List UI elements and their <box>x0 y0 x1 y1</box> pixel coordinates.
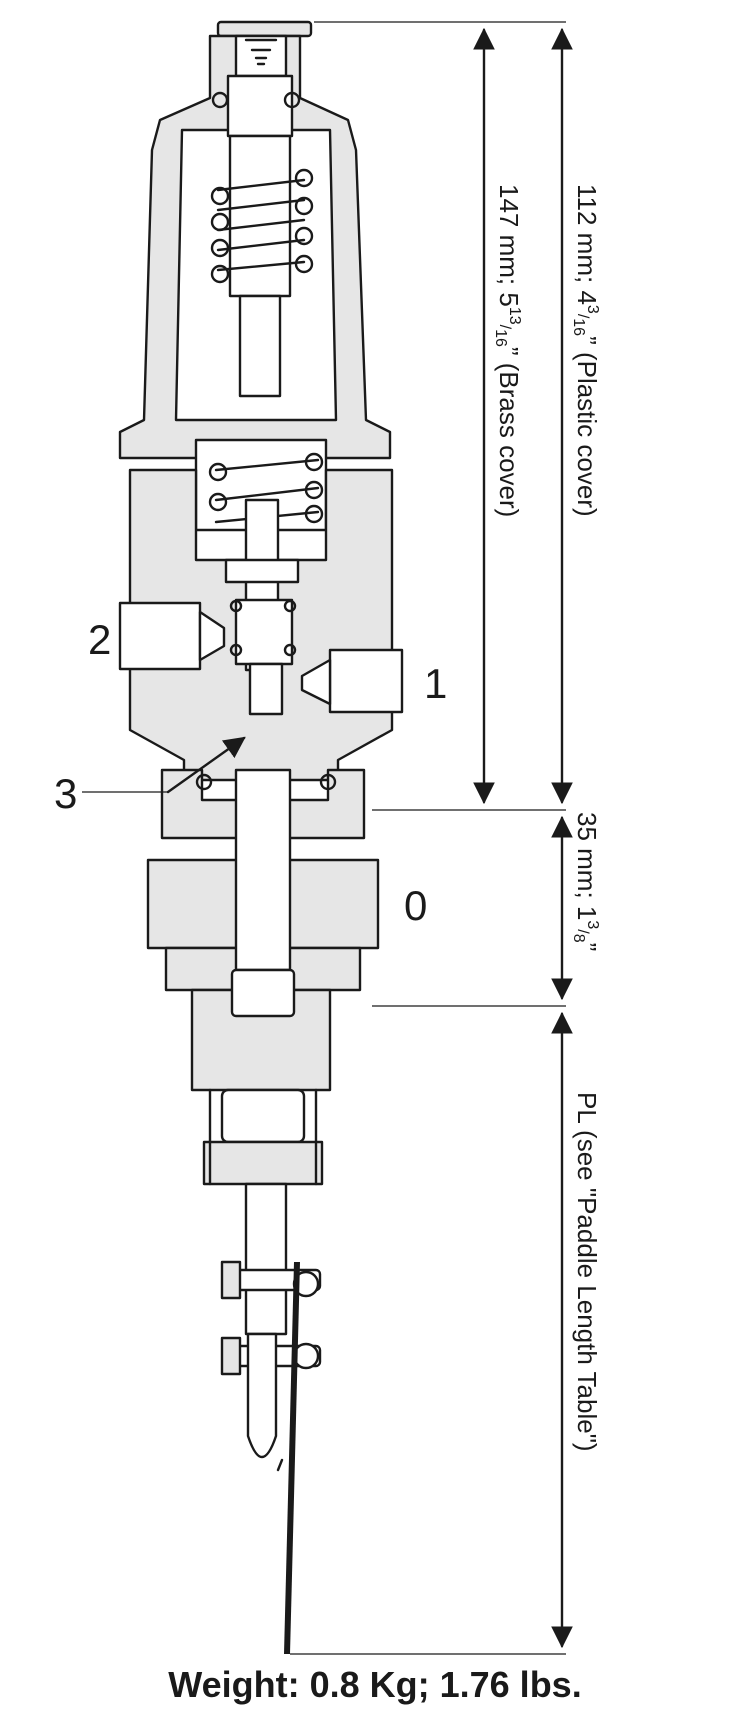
port-3-leader <box>82 736 246 794</box>
port-label-1: 1 <box>424 660 447 707</box>
plastic-cover-dimension: 112 mm; 43/16” (Plastic cover) <box>570 184 602 517</box>
port-label-2: 2 <box>88 616 111 663</box>
paddle-length-dimension: PL (see "Paddle Length Table") <box>572 1092 602 1452</box>
weight-caption: Weight: 0.8 Kg; 1.76 lbs. <box>168 1664 582 1705</box>
body-dimension: 35 mm; 13/8” <box>570 812 602 951</box>
brass-cover-dimension: 147 mm; 513/16” (Brass cover) <box>492 184 524 517</box>
port-label-3: 3 <box>54 770 77 817</box>
extension-lines <box>290 21 566 1655</box>
main-body <box>118 468 404 782</box>
lower-housing <box>146 768 380 1186</box>
port-label-0: 0 <box>404 882 427 929</box>
upper-spring-assembly <box>210 74 314 398</box>
shaft-and-paddle <box>220 1182 322 1654</box>
dimension-arrows <box>473 27 573 1649</box>
